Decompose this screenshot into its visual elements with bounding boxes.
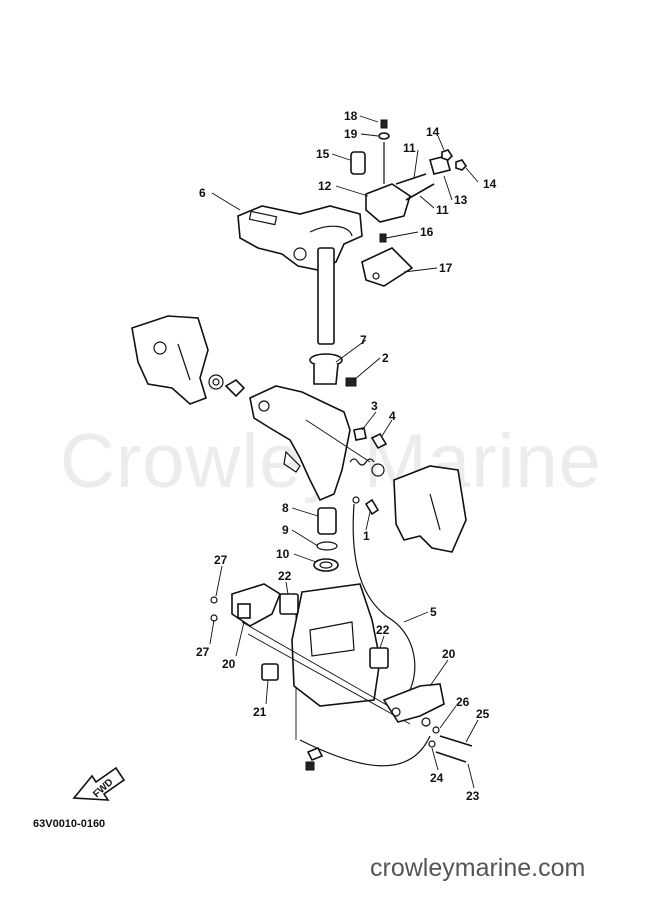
- callout-8: 8: [282, 501, 289, 515]
- callout-26: 26: [456, 695, 470, 709]
- diagram-code: 63V0010-0160: [33, 818, 106, 830]
- callout-14-right: 14: [483, 177, 497, 191]
- callout-9: 9: [282, 523, 289, 537]
- ground-bolt: [352, 496, 380, 516]
- callout-2: 2: [382, 351, 389, 365]
- steering-shaft: [317, 247, 335, 345]
- callout-11: 11: [403, 141, 416, 155]
- tilt-spring: [349, 458, 385, 477]
- right-clamp-bracket: [393, 465, 467, 553]
- callout-17: 17: [439, 261, 453, 275]
- callout-13: 13: [454, 193, 468, 207]
- steering-arm: [237, 205, 363, 271]
- callout-14: 14: [426, 125, 440, 139]
- upper-bushing: [309, 353, 357, 387]
- callout-22-right: 22: [376, 623, 390, 637]
- callout-12: 12: [318, 179, 332, 193]
- callout-6: 6: [199, 186, 206, 200]
- mount-bolts: [305, 726, 473, 771]
- callout-4: 4: [389, 409, 396, 423]
- callout-25: 25: [476, 707, 490, 721]
- callout-15: 15: [316, 147, 330, 161]
- callout-27: 27: [214, 553, 228, 567]
- leader-lines: [209, 115, 479, 789]
- callout-1: 1: [363, 529, 370, 543]
- callout-27-lower: 27: [196, 645, 210, 659]
- swivel-bracket: [249, 385, 371, 502]
- callout-23: 23: [466, 789, 480, 803]
- callout-3: 3: [371, 399, 378, 413]
- callout-10: 10: [276, 547, 290, 561]
- right-lower-mount: [382, 683, 445, 727]
- callout-16: 16: [420, 225, 434, 239]
- lower-mount-housing: [291, 583, 381, 707]
- callout-7: 7: [360, 333, 367, 347]
- cover-plate: [361, 233, 414, 287]
- site-url-link[interactable]: crowleymarine.com: [370, 854, 586, 882]
- friction-plate: [350, 119, 411, 223]
- callout-18: 18: [344, 109, 358, 123]
- callout-21: 21: [253, 705, 267, 719]
- rubber-dampers: [261, 593, 389, 681]
- callout-5: 5: [430, 605, 437, 619]
- callout-19: 19: [344, 127, 358, 141]
- callout-20-left: 20: [222, 657, 236, 671]
- friction-bolts: [395, 149, 468, 201]
- fwd-arrow-icon: [72, 766, 126, 801]
- callout-24: 24: [430, 771, 444, 785]
- grease-fitting: [353, 427, 388, 450]
- callout-11-lower: 11: [436, 203, 449, 217]
- lower-bushing: [313, 507, 339, 572]
- left-clamp-bracket: [131, 315, 246, 405]
- callout-22: 22: [278, 569, 292, 583]
- callout-20-right: 20: [442, 647, 456, 661]
